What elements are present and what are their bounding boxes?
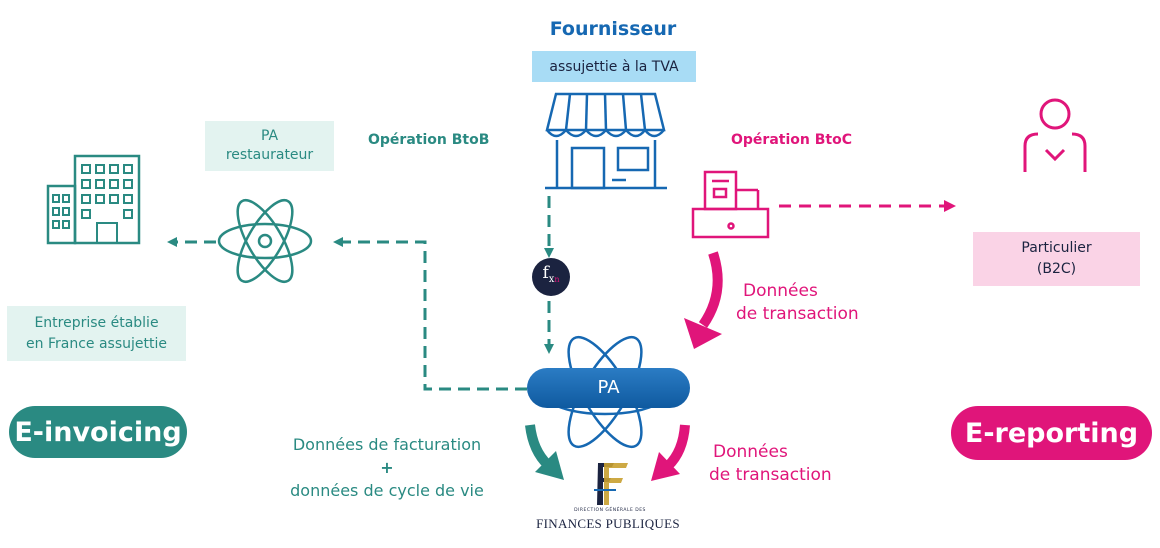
invoicing-data-line2: données de cycle de vie — [290, 481, 484, 500]
central-pa-pill — [527, 368, 690, 408]
e-invoicing-pill: E-invoicing — [9, 406, 187, 458]
invoicing-data-plus: + — [380, 458, 394, 477]
btob-operation-label: Opération BtoB — [368, 132, 490, 148]
cash-register-icon — [691, 170, 770, 239]
fx-sub: x — [548, 274, 555, 286]
fx-subsub: n — [554, 275, 560, 285]
atom-icon — [217, 199, 313, 283]
supplier-subtitle: assujettie à la TVA — [549, 58, 679, 75]
central-pa-label: PA — [597, 377, 620, 398]
dgfip-small-line: DIRECTION GÉNÉRALE DES — [574, 508, 646, 513]
btob-flow-lines — [167, 196, 554, 391]
invoicing-data-label: Données de facturation + données de cycl… — [265, 433, 509, 502]
e-reporting-pill: E-reporting — [951, 406, 1152, 460]
transaction-data-bottom-label: Données de transaction — [709, 441, 832, 487]
invoicing-data-line1: Données de facturation — [292, 435, 482, 454]
fx-badge-text: fxn — [532, 263, 570, 285]
dgfip-big-line: FINANCES PUBLIQUES — [536, 516, 680, 531]
transaction-data-bottom-line2: de transaction — [709, 465, 832, 485]
pa-restaurateur-line2: restaurateur — [225, 147, 314, 163]
shop-icon — [545, 92, 667, 190]
transaction-data-top-arrow — [684, 251, 723, 349]
transaction-data-top-label: Données de transaction — [736, 280, 859, 326]
dgfip-logo-icon — [594, 463, 628, 505]
transaction-data-top-line2: de transaction — [736, 304, 859, 324]
company-line1: Entreprise établie — [34, 314, 159, 331]
customer-box: Particulier (B2C) — [973, 232, 1140, 286]
pa-to-restaurateur-arrow — [333, 237, 527, 391]
transaction-data-top-line1: Données — [743, 281, 818, 301]
pa-restaurateur-line1: PA — [260, 128, 279, 144]
building-icon — [46, 154, 141, 245]
transaction-data-bottom-line1: Données — [713, 442, 788, 462]
company-line2: en France assujettie — [26, 335, 167, 352]
fx-badge — [532, 258, 570, 296]
pa-restaurateur-box: PA restaurateur — [205, 121, 334, 171]
supplier-subtitle-box: assujettie à la TVA — [532, 51, 696, 82]
e-reporting-label: E-reporting — [964, 417, 1139, 449]
supplier-title: Fournisseur — [549, 18, 677, 40]
customer-line2: (B2C) — [1036, 261, 1077, 277]
company-box: Entreprise établie en France assujettie — [7, 306, 186, 361]
fx-main: f — [542, 263, 549, 283]
invoicing-data-arrow — [525, 424, 564, 480]
customer-line1: Particulier — [1021, 240, 1092, 256]
btoc-operation-label: Opération BtoC — [731, 132, 852, 148]
transaction-data-bottom-arrow — [651, 424, 690, 481]
e-invoicing-label: E-invoicing — [14, 416, 182, 448]
person-icon — [1023, 98, 1087, 172]
